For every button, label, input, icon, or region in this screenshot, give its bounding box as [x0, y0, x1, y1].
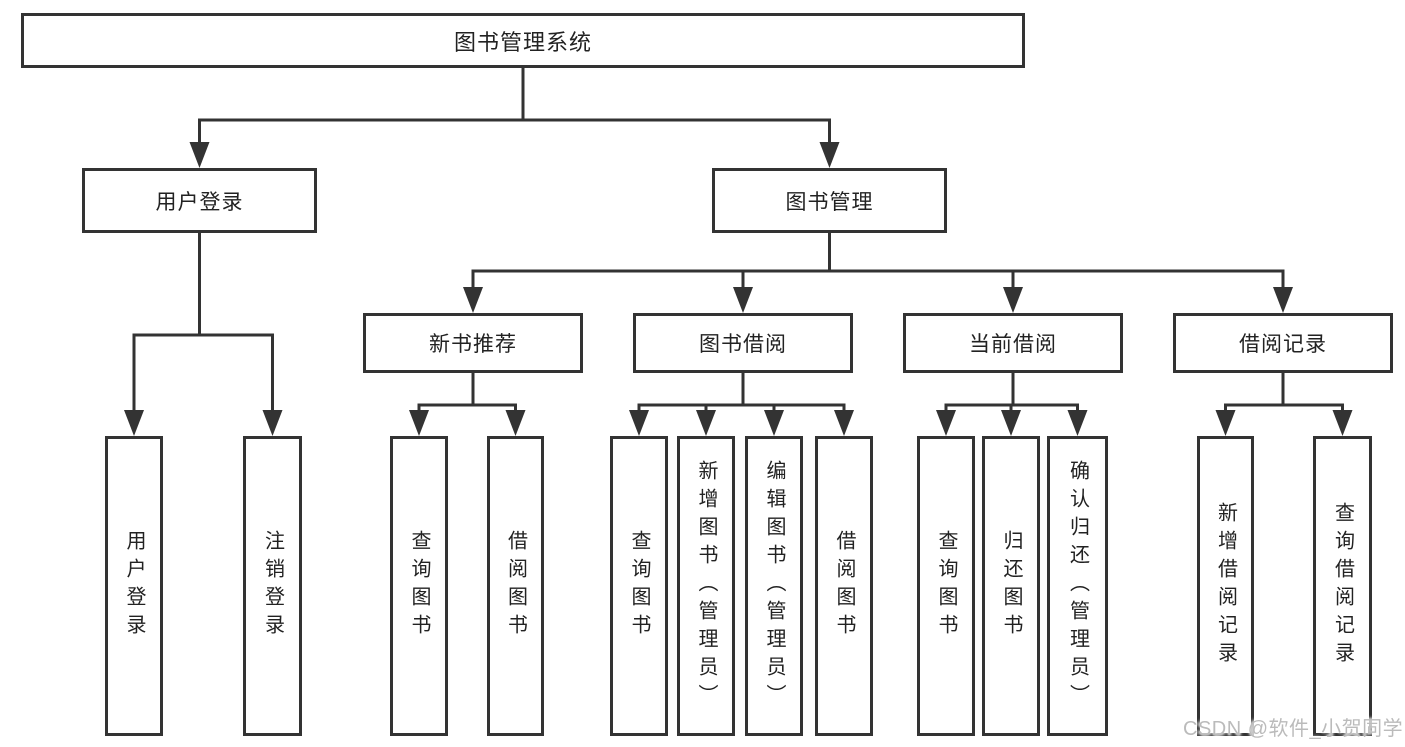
- leaf-current-confirm-return-admin: 确认归还（管理员）: [1047, 436, 1108, 736]
- leaf-borrow-add-books-admin-label: 新增图书（管理员）: [695, 460, 717, 712]
- leaf-borrow-borrow-books: 借阅图书: [815, 436, 873, 736]
- node-new-book-recommend: 新书推荐: [363, 313, 583, 373]
- leaf-records-query-record: 查询借阅记录: [1313, 436, 1372, 736]
- connector-borrow-records-to-leaves: [1215, 371, 1353, 436]
- node-root: 图书管理系统: [21, 13, 1025, 68]
- connector-current-borrow-to-leaves: [936, 371, 1088, 436]
- leaf-logout-label: 注销登录: [261, 530, 284, 642]
- leaf-borrow-query-books: 查询图书: [610, 436, 668, 736]
- leaf-records-add-record: 新增借阅记录: [1197, 436, 1254, 736]
- node-root-label: 图书管理系统: [453, 29, 592, 55]
- leaf-logout: 注销登录: [243, 436, 302, 736]
- node-book-management-label: 图书管理: [785, 190, 874, 214]
- connector-root-to-level2: [189, 66, 840, 168]
- leaf-borrow-borrow-books-label: 借阅图书: [833, 530, 855, 642]
- leaf-borrow-edit-books-admin: 编辑图书（管理员）: [745, 436, 803, 736]
- node-book-management: 图书管理: [712, 168, 947, 233]
- connector-book-management-to-level3: [463, 231, 1293, 313]
- connector-user-login-to-leaves: [124, 231, 283, 436]
- node-borrow-records-label: 借阅记录: [1239, 333, 1327, 356]
- leaf-borrow-add-books-admin: 新增图书（管理员）: [677, 436, 735, 736]
- node-book-borrow-label: 图书借阅: [699, 333, 787, 356]
- leaf-user-login-label: 用户登录: [123, 530, 145, 642]
- leaf-current-query-books-label: 查询图书: [935, 530, 957, 642]
- node-book-borrow: 图书借阅: [633, 313, 853, 373]
- csdn-watermark: CSDN @软件_小贺同学: [1183, 718, 1404, 740]
- connector-new-book-recommend-to-leaves: [409, 371, 526, 436]
- leaf-borrow-query-books-label: 查询图书: [628, 530, 650, 642]
- leaf-current-return-books-label: 归还图书: [1000, 530, 1022, 642]
- leaf-records-query-record-label: 查询借阅记录: [1331, 502, 1354, 670]
- leaf-current-confirm-return-admin-label: 确认归还（管理员）: [1066, 460, 1089, 712]
- leaf-recommend-query-books-label: 查询图书: [408, 530, 430, 642]
- node-borrow-records: 借阅记录: [1173, 313, 1393, 373]
- leaf-recommend-borrow-books: 借阅图书: [487, 436, 544, 736]
- node-new-book-recommend-label: 新书推荐: [429, 333, 517, 356]
- leaf-user-login: 用户登录: [105, 436, 163, 736]
- node-current-borrow: 当前借阅: [903, 313, 1123, 373]
- leaf-current-return-books: 归还图书: [982, 436, 1040, 736]
- leaf-records-add-record-label: 新增借阅记录: [1214, 502, 1237, 670]
- connector-book-borrow-to-leaves: [629, 371, 854, 436]
- node-current-borrow-label: 当前借阅: [969, 333, 1057, 356]
- leaf-current-query-books: 查询图书: [917, 436, 975, 736]
- leaf-recommend-query-books: 查询图书: [390, 436, 448, 736]
- leaf-borrow-edit-books-admin-label: 编辑图书（管理员）: [763, 460, 785, 712]
- node-user-login: 用户登录: [82, 168, 317, 233]
- node-user-login-label: 用户登录: [155, 190, 244, 214]
- leaf-recommend-borrow-books-label: 借阅图书: [504, 530, 527, 642]
